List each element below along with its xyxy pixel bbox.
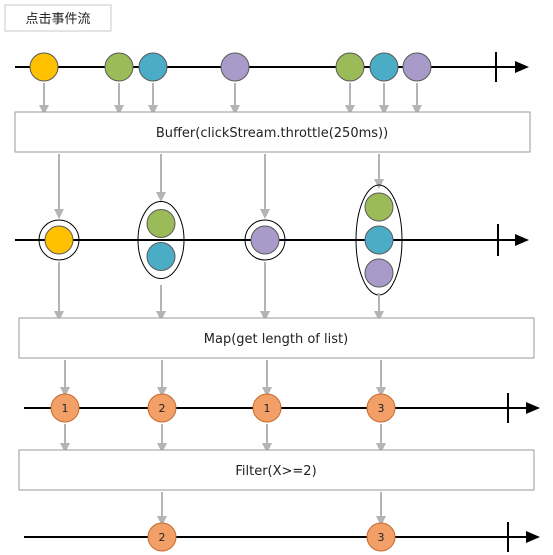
length-marble-value: 1 bbox=[264, 402, 271, 415]
buffered-marble-blue bbox=[364, 225, 394, 255]
map-operator-label: Map(get length of list) bbox=[204, 332, 348, 347]
arrows-from-map bbox=[60, 360, 386, 397]
length-marble-circle bbox=[252, 393, 282, 423]
length-marble: 1 bbox=[252, 393, 282, 423]
arrows-to-buffer bbox=[39, 83, 422, 115]
filtered-marble-circle bbox=[366, 522, 396, 552]
click-marble-purple bbox=[220, 52, 250, 82]
buffer-group bbox=[355, 184, 403, 296]
filtered-marble: 2 bbox=[147, 522, 177, 552]
filtered-marble-value: 3 bbox=[378, 531, 385, 544]
arrows-from-buffer bbox=[54, 154, 384, 219]
click-marble-blue bbox=[138, 52, 168, 82]
buffer-ring bbox=[244, 219, 286, 261]
map-operator: Map(get length of list) bbox=[18, 317, 535, 359]
buffer-operator: Buffer(clickStream.throttle(250ms)) bbox=[14, 111, 531, 153]
buffer-group bbox=[244, 219, 286, 261]
length-stream: 1 2 1 3 bbox=[24, 393, 540, 423]
length-marble-circle bbox=[50, 393, 80, 423]
arrows-to-map bbox=[54, 262, 384, 321]
buffered-marble-blue bbox=[146, 242, 176, 271]
click-marble-blue bbox=[369, 52, 399, 82]
filter-operator: Filter(X>=2) bbox=[18, 449, 535, 491]
length-marble-value: 2 bbox=[159, 402, 166, 415]
buffer-ring bbox=[137, 201, 185, 279]
length-marble-circle bbox=[366, 393, 396, 423]
buffered-marble-purple bbox=[364, 258, 394, 288]
filtered-marble-circle bbox=[147, 522, 177, 552]
click-marble-yellow bbox=[29, 52, 59, 82]
filtered-marble: 3 bbox=[366, 522, 396, 552]
length-marble-value: 3 bbox=[378, 402, 385, 415]
click-stream bbox=[15, 52, 529, 82]
buffered-marble-yellow bbox=[44, 225, 74, 255]
filter-operator-label: Filter(X>=2) bbox=[235, 464, 316, 479]
length-marble-circle bbox=[147, 393, 177, 423]
length-marble-value: 1 bbox=[62, 402, 69, 415]
arrows-to-filter bbox=[60, 424, 386, 453]
buffer-operator-label: Buffer(clickStream.throttle(250ms)) bbox=[156, 126, 388, 141]
length-marble: 3 bbox=[366, 393, 396, 423]
title-box: 点击事件流 bbox=[4, 4, 112, 32]
click-marble-green bbox=[104, 52, 134, 82]
buffer-ring bbox=[38, 219, 80, 261]
buffered-marble-green bbox=[146, 209, 176, 238]
buffer-group bbox=[38, 219, 80, 261]
length-marble: 2 bbox=[147, 393, 177, 423]
buffered-marble-purple bbox=[250, 225, 280, 255]
filtered-marble-value: 2 bbox=[159, 531, 166, 544]
buffer-group bbox=[137, 201, 185, 279]
click-marble-purple bbox=[402, 52, 432, 82]
diagram-title: 点击事件流 bbox=[25, 12, 90, 27]
click-marble-green bbox=[335, 52, 365, 82]
length-marble: 1 bbox=[50, 393, 80, 423]
buffered-marble-green bbox=[364, 192, 394, 222]
arrows-from-filter bbox=[157, 492, 386, 526]
buffered-stream bbox=[15, 184, 529, 296]
